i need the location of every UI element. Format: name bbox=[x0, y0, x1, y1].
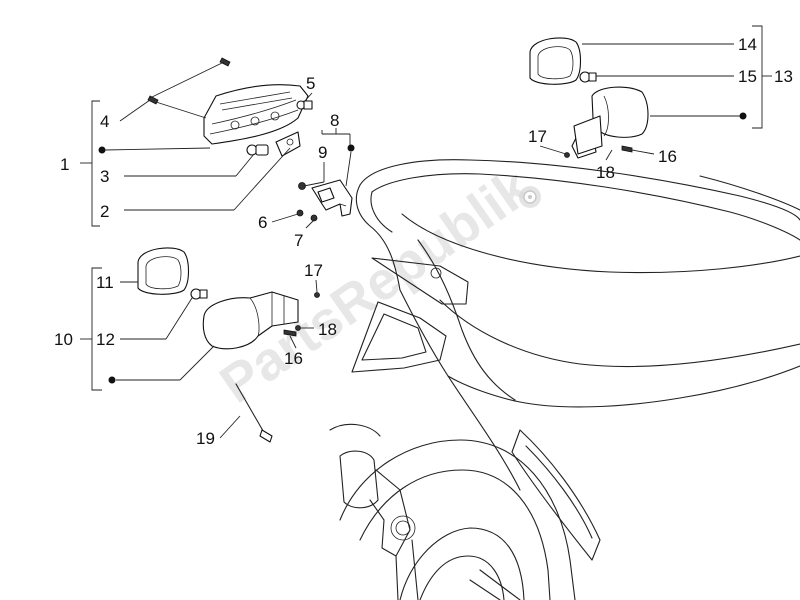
callout-7: 7 bbox=[294, 231, 303, 250]
screw-part-4b bbox=[219, 57, 231, 67]
callout-19: 19 bbox=[196, 429, 215, 448]
callout-labels: 1 2 3 4 5 6 7 8 9 10 11 12 13 14 15 16 1… bbox=[54, 35, 793, 448]
screw-part-7 bbox=[310, 214, 318, 222]
callout-18-left: 18 bbox=[318, 320, 337, 339]
callout-15: 15 bbox=[738, 67, 757, 86]
bracket-part-8 bbox=[311, 179, 353, 217]
callout-18-right: 18 bbox=[596, 163, 615, 182]
gear-icon bbox=[519, 186, 541, 208]
screw-part-18-left bbox=[295, 325, 301, 331]
callout-5: 5 bbox=[306, 74, 315, 93]
callout-8: 8 bbox=[330, 111, 339, 130]
watermark-text: PartsRepublik bbox=[209, 157, 542, 415]
turn-signal-left bbox=[202, 291, 299, 350]
screw-part-17-right bbox=[564, 152, 570, 158]
screw-part-16-right bbox=[621, 145, 633, 153]
callout-6: 6 bbox=[258, 213, 267, 232]
callout-12: 12 bbox=[96, 330, 115, 349]
watermark-logo: PartsRepublik bbox=[209, 157, 542, 415]
callout-10: 10 bbox=[54, 330, 73, 349]
callout-4: 4 bbox=[100, 112, 109, 131]
screw-part-16-left bbox=[283, 329, 297, 337]
washer-part-2 bbox=[275, 131, 301, 157]
callout-14: 14 bbox=[738, 35, 757, 54]
screw-part-5 bbox=[296, 100, 313, 110]
callout-2: 2 bbox=[100, 202, 109, 221]
callout-16-left: 16 bbox=[284, 349, 303, 368]
callout-11: 11 bbox=[96, 273, 114, 292]
callout-13: 13 bbox=[774, 67, 793, 86]
callout-17-left: 17 bbox=[304, 261, 323, 280]
turn-signal-right bbox=[571, 86, 649, 159]
tail-light-assembly bbox=[203, 84, 309, 145]
bulb-part-12 bbox=[190, 288, 208, 300]
leader-lines bbox=[80, 25, 772, 439]
callout-16-right: 16 bbox=[658, 147, 677, 166]
callout-9: 9 bbox=[318, 143, 327, 162]
scooter-body-outline bbox=[329, 159, 800, 600]
lens-part-11 bbox=[137, 247, 190, 295]
callout-17-right: 17 bbox=[528, 127, 547, 146]
callout-1: 1 bbox=[60, 155, 69, 174]
screw-part-17-left bbox=[314, 292, 320, 298]
grommet-part-3 bbox=[246, 144, 269, 156]
cable-tie-part-19 bbox=[235, 383, 273, 443]
callout-3: 3 bbox=[100, 167, 109, 186]
lens-part-14 bbox=[529, 37, 582, 85]
bulb-part-15 bbox=[579, 71, 597, 83]
screw-part-6 bbox=[296, 209, 304, 217]
